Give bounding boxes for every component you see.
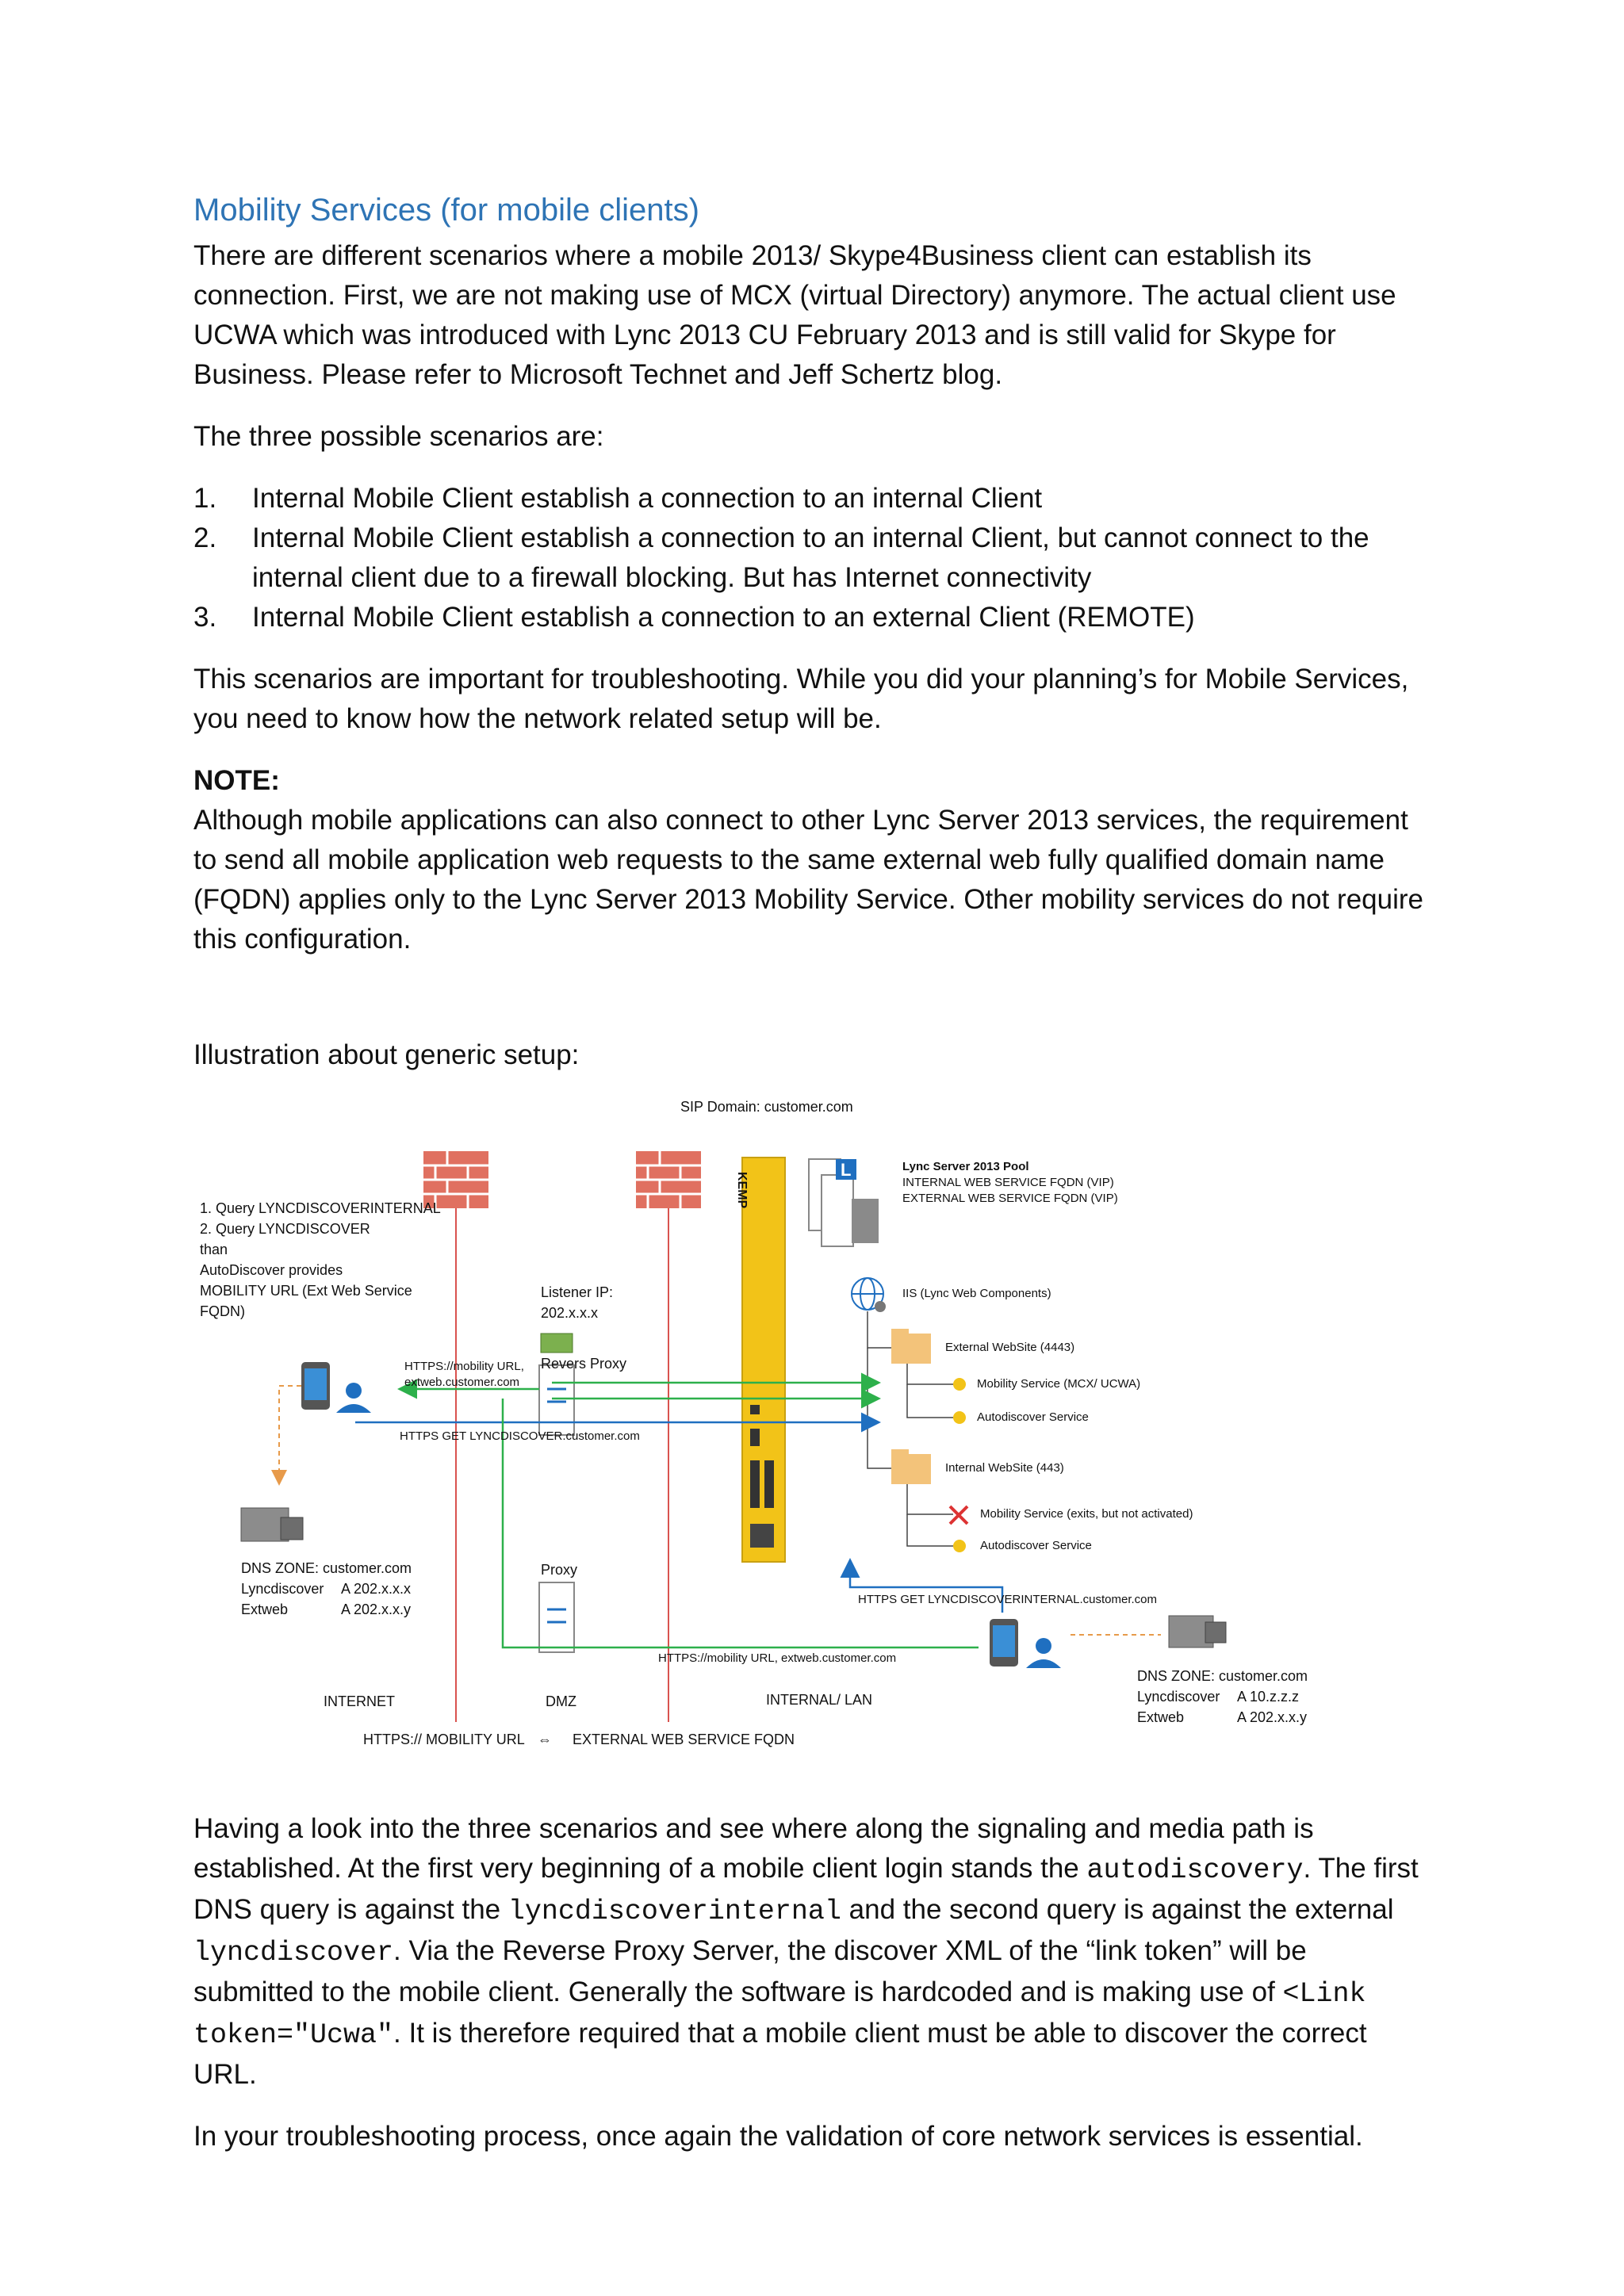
red-x-icon <box>950 1506 967 1524</box>
kemp-loadbalancer-icon <box>742 1158 785 1562</box>
note-title: NOTE: <box>193 761 1431 801</box>
server-pool-icon: L <box>809 1159 879 1246</box>
pool-external-fqdn: EXTERNAL WEB SERVICE FQDN (VIP) <box>902 1191 1118 1207</box>
iis-globe-icon <box>852 1278 886 1312</box>
https-mobility-url-internal-label: HTTPS://mobility URL, extweb.customer.co… <box>658 1651 896 1667</box>
dns-server-icon-external <box>241 1508 303 1541</box>
https-get-lyncdiscover-label: HTTPS GET LYNCDISCOVER.customer.com <box>400 1429 640 1445</box>
kemp-brand-label: KEMP <box>732 1172 752 1208</box>
pool-title: Lync Server 2013 Pool <box>902 1159 1029 1175</box>
list-number: 1. <box>193 479 216 519</box>
query-step: MOBILITY URL (Ext Web Service <box>200 1281 412 1301</box>
pool-internal-fqdn: INTERNAL WEB SERVICE FQDN (VIP) <box>902 1175 1114 1191</box>
list-item: 2. Internal Mobile Client establish a con… <box>193 519 1431 598</box>
list-text: Internal Mobile Client establish a conne… <box>252 483 1042 514</box>
note-paragraph: Although mobile applications can also co… <box>193 801 1431 959</box>
final-paragraph: In your troubleshooting process, once ag… <box>193 2117 1431 2156</box>
iis-label: IIS (Lync Web Components) <box>902 1286 1051 1302</box>
bottom-external-fqdn-label: EXTERNAL WEB SERVICE FQDN <box>573 1730 795 1750</box>
scenario-analysis-paragraph: Having a look into the three scenarios a… <box>193 1809 1431 2095</box>
query-step: FQDN) <box>200 1302 245 1322</box>
zone-internal-label: INTERNAL/ LAN <box>766 1690 872 1710</box>
service-dot-icon <box>953 1540 966 1552</box>
intro-paragraph: There are different scenarios where a mo… <box>193 236 1431 395</box>
reverse-proxy-server-icon <box>539 1365 574 1435</box>
user-icon-internal <box>1026 1638 1061 1668</box>
troubleshooting-paragraph: This scenarios are important for trouble… <box>193 660 1431 739</box>
https-get-lyncdiscoverinternal-label: HTTPS GET LYNCDISCOVERINTERNAL.customer.… <box>858 1592 1157 1608</box>
query-step: than <box>200 1240 228 1260</box>
listener-ip-value: 202.x.x.x <box>541 1303 598 1323</box>
dns-ext-row-value: A 202.x.x.y <box>341 1600 411 1620</box>
network-card-icon <box>541 1334 573 1353</box>
dns-ext-row-name: Extweb <box>241 1600 288 1620</box>
list-item: 3. Internal Mobile Client establish a con… <box>193 598 1431 637</box>
dns-int-row-name: Lyncdiscover <box>1137 1687 1220 1707</box>
section-heading: Mobility Services (for mobile clients) <box>193 190 1431 230</box>
https-mobility-url-label: HTTPS://mobility URL, <box>404 1359 524 1375</box>
network-diagram: L <box>193 1096 1320 1777</box>
list-text: Internal Mobile Client establish a conne… <box>252 602 1195 633</box>
revers-proxy-label: Revers Proxy <box>541 1354 626 1374</box>
service-dot-icon <box>953 1378 966 1391</box>
dns-query-arrow-external <box>279 1386 301 1483</box>
sip-domain-label: SIP Domain: customer.com <box>680 1097 853 1117</box>
query-step: 2. Query LYNCDISCOVER <box>200 1219 370 1239</box>
proxy-server-icon <box>539 1582 574 1652</box>
dns-int-title: DNS ZONE: customer.com <box>1137 1667 1308 1686</box>
folder-icon-external <box>891 1329 931 1364</box>
dns-int-row-name: Extweb <box>1137 1708 1184 1728</box>
internal-website-label: Internal WebSite (443) <box>945 1460 1064 1476</box>
query-step: AutoDiscover provides <box>200 1261 343 1280</box>
scenario-list: 1. Internal Mobile Client establish a con… <box>193 479 1431 637</box>
list-number: 2. <box>193 519 216 558</box>
mobile-phone-icon-internal <box>990 1619 1018 1667</box>
code-lyncdiscoverinternal: lyncdiscoverinternal <box>508 1896 841 1927</box>
dns-ext-title: DNS ZONE: customer.com <box>241 1559 412 1578</box>
user-icon-external <box>336 1383 371 1413</box>
mobility-not-activated-label: Mobility Service (exits, but not activat… <box>980 1506 1193 1522</box>
illustration-label: Illustration about generic setup: <box>193 1035 1431 1075</box>
bottom-double-arrow: ⇔ <box>538 1730 552 1750</box>
code-autodiscovery: autodiscovery <box>1087 1854 1304 1886</box>
listener-ip-label: Listener IP: <box>541 1283 613 1303</box>
service-dot-icon <box>953 1411 966 1424</box>
dns-server-icon-internal <box>1169 1616 1226 1647</box>
mobility-service-label: Mobility Service (MCX/ UCWA) <box>977 1376 1140 1392</box>
list-item: 1. Internal Mobile Client establish a con… <box>193 479 1431 519</box>
https-mobility-url-host: extweb.customer.com <box>404 1375 519 1391</box>
code-lyncdiscover: lyncdiscover <box>193 1937 393 1969</box>
query-step: 1. Query LYNCDISCOVERINTERNAL <box>200 1199 441 1219</box>
dns-int-row-value: A 10.z.z.z <box>1237 1687 1299 1707</box>
list-text: Internal Mobile Client establish a conne… <box>252 522 1369 593</box>
autodiscover-service-label: Autodiscover Service <box>977 1410 1089 1425</box>
list-number: 3. <box>193 598 216 637</box>
proxy-label: Proxy <box>541 1560 577 1580</box>
text-segment: and the second query is against the exte… <box>841 1894 1394 1925</box>
autodiscover-service-label-2: Autodiscover Service <box>980 1538 1092 1554</box>
zone-dmz-label: DMZ <box>546 1692 576 1712</box>
dns-ext-row-value: A 202.x.x.x <box>341 1579 411 1599</box>
scenarios-intro: The three possible scenarios are: <box>193 417 1431 457</box>
bottom-mobility-url-label: HTTPS:// MOBILITY URL <box>363 1730 525 1750</box>
svg-text:L: L <box>841 1160 851 1180</box>
dns-int-row-value: A 202.x.x.y <box>1237 1708 1307 1728</box>
document-page: Mobility Services (for mobile clients) T… <box>193 190 1431 2179</box>
mobile-phone-icon-external <box>301 1362 330 1410</box>
folder-icon-internal <box>891 1449 931 1484</box>
external-website-label: External WebSite (4443) <box>945 1340 1074 1356</box>
firewall-icon-2 <box>636 1151 701 1208</box>
zone-internet-label: INTERNET <box>324 1692 395 1712</box>
dns-ext-row-name: Lyncdiscover <box>241 1579 324 1599</box>
